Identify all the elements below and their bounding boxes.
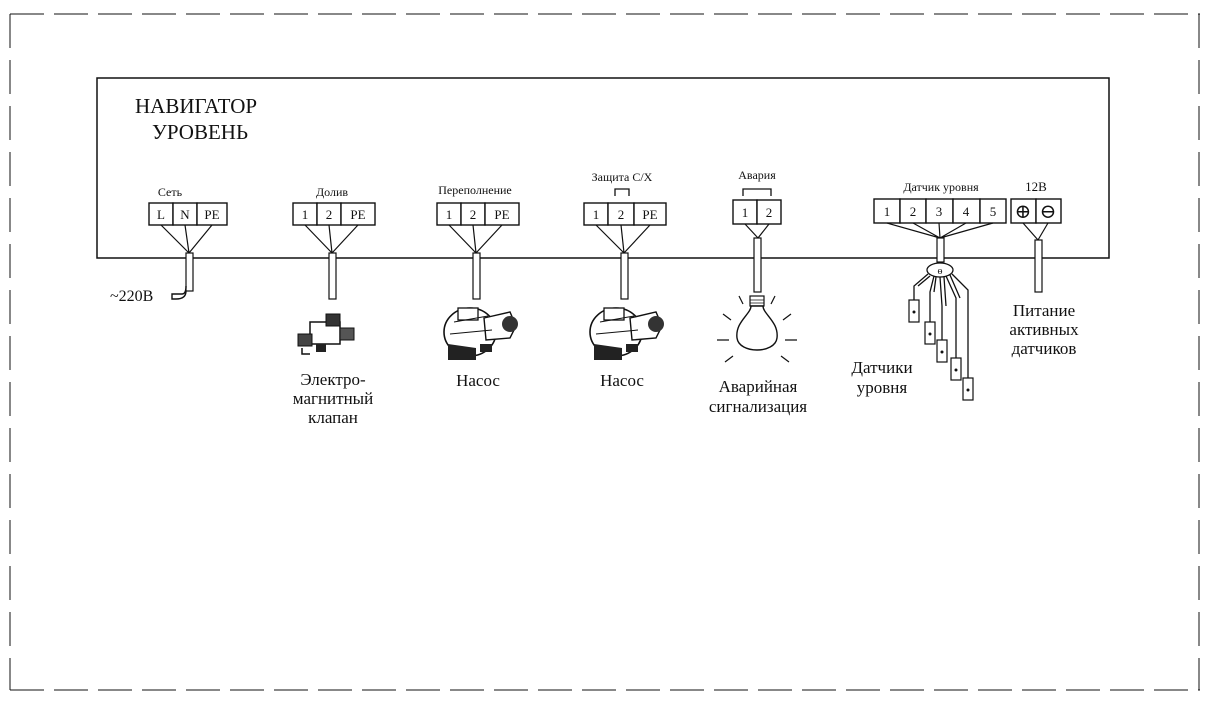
terminal-alarm-1: 1: [742, 205, 749, 220]
terminal-fill-pe: PE: [350, 207, 365, 222]
device-label-12v-3: датчиков: [1012, 339, 1077, 358]
terminal-overflow-pe: PE: [494, 207, 509, 222]
terminal-group-12v: 12В ⊕ ⊖ Питание активных датчиков: [1009, 179, 1079, 358]
group-label-level-sensor: Датчик уровня: [903, 180, 979, 194]
device-label-level-sensors-1: Датчики: [851, 358, 912, 377]
terminal-level-5: 5: [990, 204, 997, 219]
device-label-valve-2: магнитный: [293, 389, 373, 408]
group-label-fill: Долив: [316, 185, 348, 199]
terminal-group-power: Сеть L N PE ~220В: [110, 185, 228, 305]
group-label-overflow: Переполнение: [438, 183, 512, 197]
terminal-12v-minus: ⊖: [1040, 201, 1057, 223]
group-label-alarm: Авария: [738, 168, 776, 182]
group-label-12v: 12В: [1025, 179, 1047, 194]
lamp-icon: [717, 295, 797, 363]
sensor-probes-icon: ɵ: [908, 262, 974, 401]
terminal-12v-plus: ⊕: [1015, 201, 1032, 223]
terminal-power-n: N: [180, 207, 190, 222]
terminal-group-level-sensor: Датчик уровня 1 2 3 4 5 ɵ Дат: [851, 180, 1007, 401]
terminal-level-4: 4: [963, 204, 970, 219]
terminal-power-pe: PE: [204, 207, 219, 222]
device-label-pump-overflow: Насос: [456, 371, 500, 390]
device-label-valve-3: клапан: [308, 408, 358, 427]
terminal-level-1: 1: [884, 204, 891, 219]
terminal-overflow-1: 1: [446, 207, 453, 222]
terminal-group-fill: Долив 1 2 PE Электро- магнитный клапан: [292, 185, 376, 427]
device-label-pump-dry-run: Насос: [600, 371, 644, 390]
terminal-group-alarm: Авария 1 2 Аварийная сигнализация: [709, 168, 807, 416]
terminal-dry-run-1: 1: [593, 207, 600, 222]
controller-title-line1: НАВИГАТОР: [135, 94, 257, 118]
group-label-power: Сеть: [158, 185, 183, 199]
device-label-12v-2: активных: [1009, 320, 1079, 339]
terminal-level-3: 3: [936, 204, 943, 219]
device-label-level-sensors-2: уровня: [857, 378, 908, 397]
terminal-dry-run-pe: PE: [642, 207, 657, 222]
terminal-fill-2: 2: [326, 207, 333, 222]
device-label-alarm-1: Аварийная: [719, 377, 798, 396]
device-label-valve-1: Электро-: [300, 370, 366, 389]
valve-icon: [297, 313, 355, 355]
terminal-dry-run-2: 2: [618, 207, 625, 222]
svg-text:ɵ: ɵ: [938, 266, 943, 277]
terminal-fill-1: 1: [302, 207, 309, 222]
pump-icon: [443, 307, 518, 360]
terminal-alarm-2: 2: [766, 205, 773, 220]
pump-icon: [589, 307, 664, 360]
terminal-level-2: 2: [910, 204, 917, 219]
terminal-group-overflow: Переполнение 1 2 PE Насос: [436, 183, 520, 390]
terminal-group-dry-run-protection: Защита С/Х 1 2 PE Насос: [583, 170, 667, 390]
device-label-alarm-2: сигнализация: [709, 397, 807, 416]
controller-box: [96, 77, 1110, 259]
group-label-dry-run: Защита С/Х: [592, 170, 653, 184]
device-label-12v-1: Питание: [1013, 301, 1075, 320]
power-supply-label: ~220В: [110, 288, 153, 305]
terminal-overflow-2: 2: [470, 207, 477, 222]
controller-title-line2: УРОВЕНЬ: [152, 120, 248, 144]
terminal-power-l: L: [157, 207, 165, 222]
